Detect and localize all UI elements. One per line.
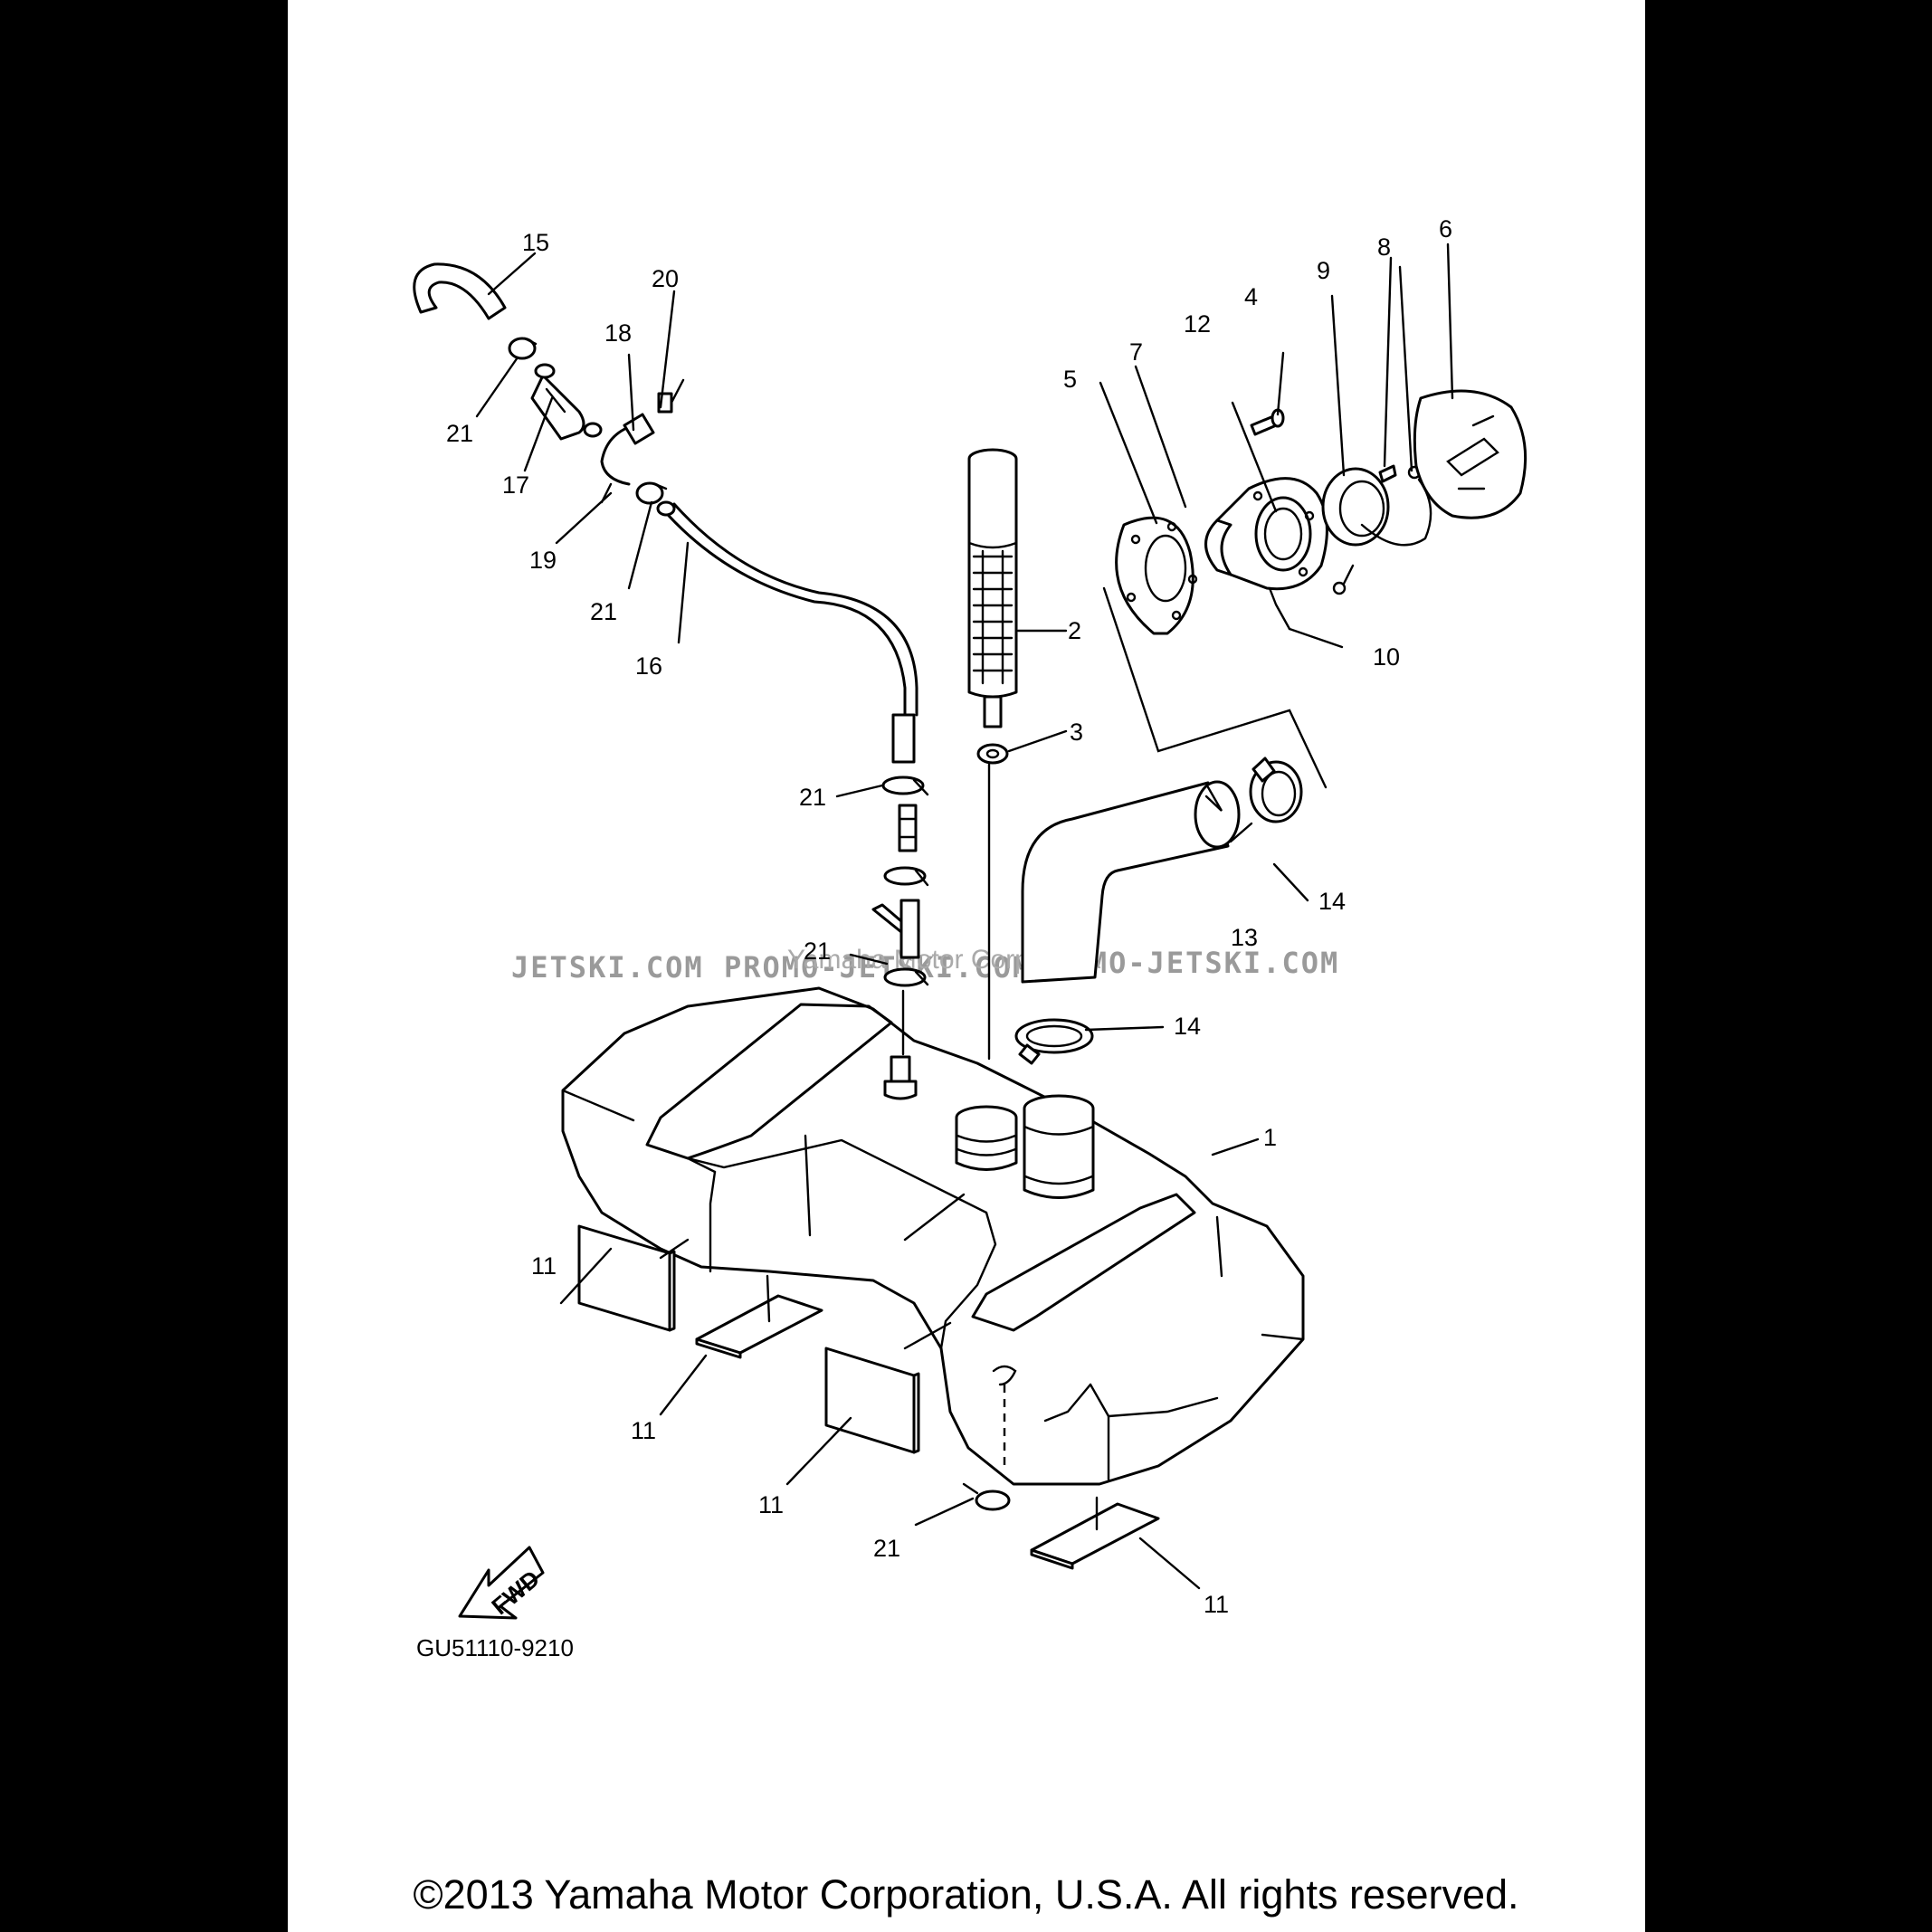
callout-labels: 1 2 3 4 5 6 7 8 9 10 11 11 11 11 12 13 1… — [446, 215, 1452, 1618]
watermark: JETSKI.COM PROMO-JETSKI.COM PROMO-JETSKI… — [511, 945, 1337, 985]
gasket-5 — [1115, 516, 1198, 635]
bracket — [600, 413, 655, 486]
pad-11d — [1030, 1502, 1160, 1570]
callout-12: 12 — [1184, 310, 1211, 338]
callout-9: 9 — [1317, 257, 1330, 284]
check-valve — [530, 363, 603, 441]
callout-21b: 21 — [590, 598, 617, 625]
tank-neck-right — [1023, 1094, 1095, 1199]
pad-11a — [577, 1224, 676, 1332]
clamp-21-top — [508, 337, 538, 360]
screw-12 — [1250, 408, 1285, 436]
fuel-filter — [967, 448, 1018, 765]
callout-11b: 11 — [631, 1417, 656, 1444]
callout-11a: 11 — [531, 1252, 557, 1280]
clamp-21-middle — [883, 866, 929, 887]
callout-21a: 21 — [446, 420, 473, 447]
watermark-center: PROMO-JETSKI.COM — [724, 950, 1032, 985]
callout-11c: 11 — [758, 1491, 784, 1518]
hose-connector — [871, 804, 920, 959]
fuel-cap-6 — [1413, 389, 1528, 519]
callout-8: 8 — [1377, 233, 1391, 261]
pad-11b — [695, 1294, 823, 1359]
filler-neck-7 — [1204, 477, 1328, 591]
callout-21e: 21 — [873, 1535, 900, 1562]
seal-4 — [1321, 467, 1390, 547]
watermark-left: JETSKI.COM — [511, 950, 704, 985]
callout-14a: 14 — [1318, 888, 1346, 915]
clamp-21-lower — [883, 967, 929, 987]
leader-lines — [475, 243, 1454, 1590]
diagram-sheet — [288, 0, 1645, 1932]
vent-hose — [656, 500, 918, 764]
callout-4: 4 — [1244, 283, 1258, 310]
leader-bracket — [1102, 586, 1328, 789]
clamp-14-upper — [1249, 757, 1303, 823]
callout-18: 18 — [604, 319, 632, 347]
fwd-arrow: FWD — [458, 1546, 545, 1620]
fuel-tank — [561, 986, 1305, 1486]
pad-11c — [824, 1347, 920, 1454]
tank-neck-left — [955, 1105, 1018, 1171]
callout-21c: 21 — [799, 784, 826, 811]
vent-elbow-hose — [413, 262, 507, 320]
copyright-notice: ©2013 Yamaha Motor Corporation, U.S.A. A… — [413, 1871, 1519, 1918]
clamp-21-side — [635, 481, 668, 505]
callout-1: 1 — [1263, 1124, 1277, 1151]
callout-6: 6 — [1439, 215, 1452, 243]
screw-9 — [1378, 464, 1397, 483]
callout-5: 5 — [1063, 366, 1077, 393]
clamp-14-lower — [1014, 1018, 1094, 1065]
callout-20: 20 — [652, 265, 679, 292]
callout-19: 19 — [529, 547, 557, 574]
callout-10: 10 — [1373, 643, 1400, 671]
figure-code: GU51110-9210 — [416, 1634, 574, 1661]
filler-hose-13 — [1021, 780, 1241, 984]
callout-7: 7 — [1129, 338, 1143, 366]
callout-21d: 21 — [804, 937, 831, 965]
callout-11d: 11 — [1204, 1591, 1229, 1618]
callout-17: 17 — [502, 471, 529, 499]
rivet-10 — [1268, 586, 1291, 631]
callout-16: 16 — [635, 652, 662, 680]
callout-15: 15 — [522, 229, 549, 256]
callout-14b: 14 — [1174, 1013, 1201, 1040]
callout-2: 2 — [1068, 617, 1081, 644]
clamp-21-upper — [881, 776, 929, 796]
drain-fitting — [962, 1365, 1017, 1511]
callout-3: 3 — [1070, 719, 1083, 746]
callout-13: 13 — [1231, 924, 1258, 951]
tank-fitting — [883, 1055, 918, 1100]
